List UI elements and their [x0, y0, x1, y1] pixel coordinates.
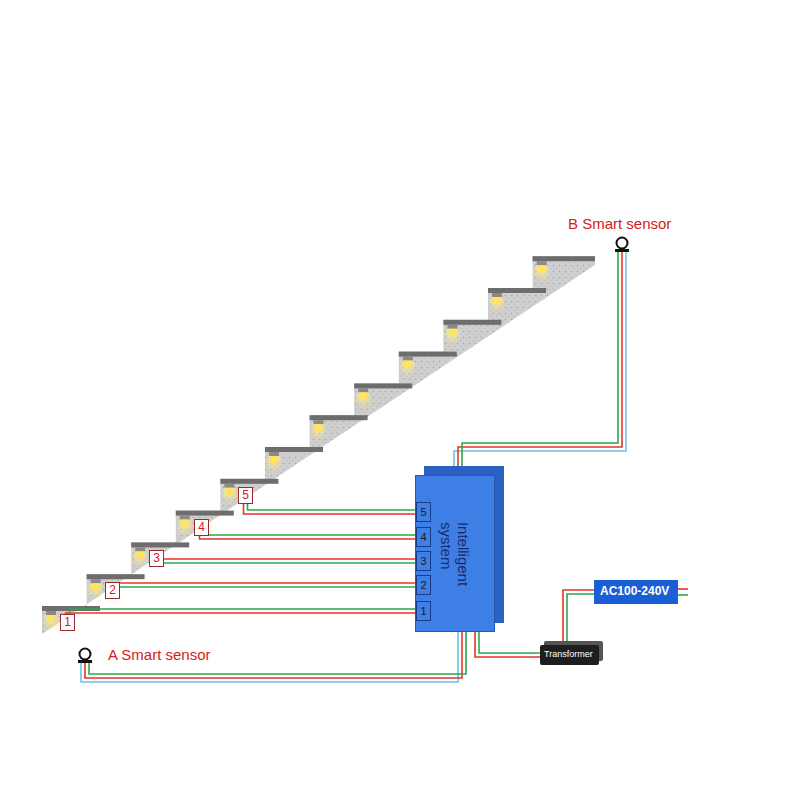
- callout-box: 2: [105, 582, 120, 599]
- stair-tread: [265, 447, 323, 452]
- node-label: 2: [420, 576, 426, 594]
- lamp-light: [359, 392, 367, 399]
- step-lamp: [403, 357, 413, 361]
- callout-box: 4: [194, 519, 209, 536]
- sensor-b-icon: [615, 238, 629, 253]
- node-label: 2: [109, 583, 116, 598]
- lamp-light: [315, 424, 323, 431]
- stair-tread: [443, 320, 501, 325]
- lamp-light: [47, 615, 55, 622]
- lamp-glow: [132, 548, 148, 570]
- port-box: 4: [416, 527, 431, 547]
- lamp-light: [92, 583, 100, 590]
- callout-box: 5: [238, 487, 253, 504]
- stair-body: [42, 256, 595, 634]
- wire-pair: [66, 609, 417, 631]
- node-label: 1: [420, 602, 426, 620]
- node-label: 3: [153, 551, 160, 566]
- step-lamp: [180, 516, 190, 520]
- step-lamp: [46, 611, 56, 615]
- stair-tread: [176, 511, 234, 516]
- sensor-b-wire: [454, 252, 626, 475]
- stair-tread: [399, 352, 457, 357]
- lamp-light: [225, 488, 233, 495]
- node-label: 4: [198, 520, 205, 535]
- transformer-box: Transformer: [540, 645, 599, 665]
- port-box: 2: [416, 575, 431, 595]
- node-label: Transformer: [544, 645, 593, 663]
- wire-pair: [563, 590, 594, 645]
- callout-box: 3: [149, 550, 164, 567]
- node-label: 5: [420, 503, 426, 521]
- wire-pair: [200, 535, 417, 539]
- step-lamp: [269, 452, 279, 456]
- node-label: 3: [420, 552, 426, 570]
- lamp-light: [538, 265, 546, 272]
- stair-tread: [310, 415, 368, 420]
- lamp-glow: [177, 517, 193, 539]
- lamp-glow: [534, 262, 550, 284]
- controller-label: Intelligent system: [438, 521, 472, 585]
- lamp-glow: [489, 294, 505, 316]
- stair-tread: [533, 256, 595, 261]
- step-lamp: [537, 261, 547, 265]
- sensor-a-icon: [78, 649, 92, 664]
- sensor-label: A Smart sensor: [108, 646, 211, 663]
- node-label: 4: [420, 528, 426, 546]
- port-box: 1: [416, 601, 431, 621]
- lamp-glow: [355, 389, 371, 411]
- wire-pair: [120, 583, 416, 587]
- node-label: AC100-240V: [600, 580, 669, 602]
- lamp-light: [448, 329, 456, 336]
- wire-pair: [164, 559, 416, 563]
- wire-pair: [475, 632, 540, 657]
- step-lamp: [358, 388, 368, 392]
- lamp-light: [404, 361, 412, 368]
- lamp-glow: [266, 453, 282, 475]
- stair-tread: [220, 479, 278, 484]
- port-box: 5: [416, 502, 431, 522]
- lamp-light: [181, 520, 189, 527]
- lamp-glow: [444, 326, 460, 348]
- node-label: 1: [64, 615, 71, 630]
- sensor-a-wire: [81, 632, 466, 682]
- lamp-light: [493, 297, 501, 304]
- lamp-light: [136, 551, 144, 558]
- node-label: 5: [242, 488, 249, 503]
- stair-tread: [354, 383, 412, 388]
- lamp-glow: [221, 485, 237, 507]
- step-lamp: [224, 484, 234, 488]
- lamp-glow: [43, 612, 59, 634]
- sensor-label: B Smart sensor: [568, 215, 671, 232]
- step-lamp: [447, 325, 457, 329]
- callout-box: 1: [60, 614, 75, 631]
- lamp-glow: [400, 358, 416, 380]
- step-lamp: [314, 420, 324, 424]
- stair-tread: [488, 288, 546, 293]
- controller-box: Intelligent system 5 4 3 2 1: [415, 475, 495, 632]
- lamp-glow: [311, 421, 327, 443]
- stair-tread: [131, 542, 189, 547]
- lamp-glow: [88, 580, 104, 602]
- lamp-light: [270, 456, 278, 463]
- step-lamp: [135, 547, 145, 551]
- step-lamp: [91, 579, 101, 583]
- mains-wire: [678, 589, 688, 595]
- wire-pair: [244, 504, 417, 514]
- stair-tread: [87, 574, 145, 579]
- port-box: 3: [416, 551, 431, 571]
- step-lamp: [492, 293, 502, 297]
- power-box: AC100-240V: [594, 580, 678, 604]
